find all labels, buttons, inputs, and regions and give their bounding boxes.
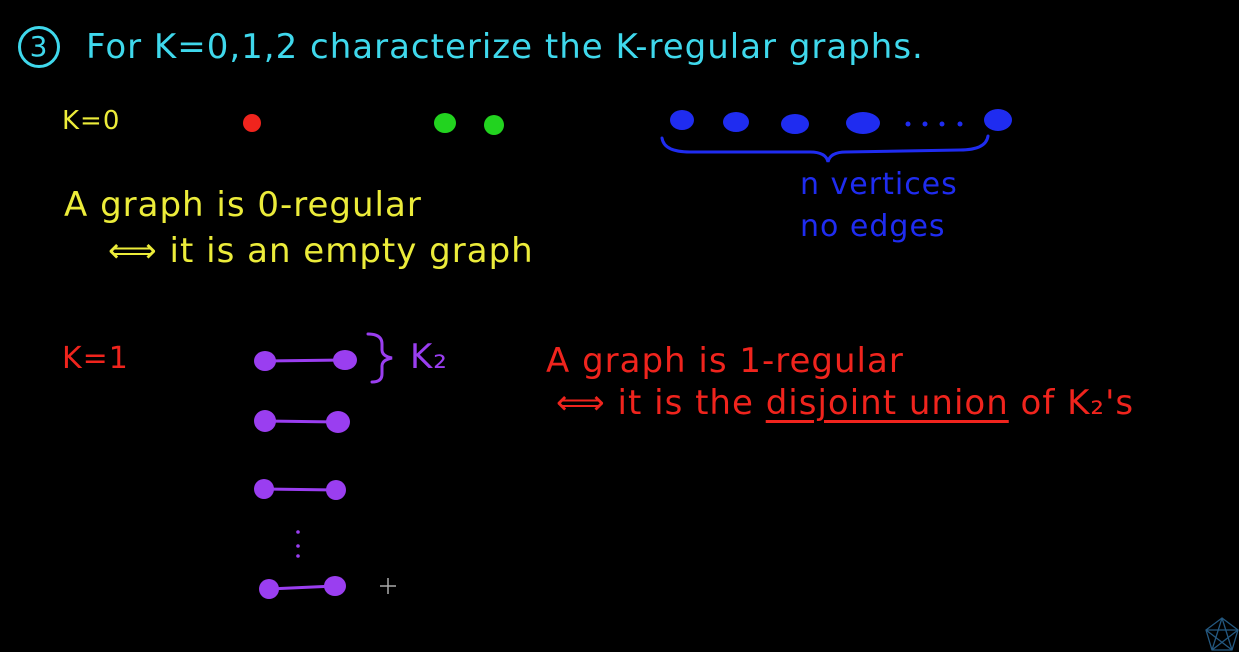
- blue-note-vertices: n vertices: [800, 167, 958, 202]
- red-vertex: [243, 114, 261, 132]
- problem-number-circle: 3: [18, 26, 60, 68]
- k1-label: K=1: [62, 341, 129, 376]
- blue-ellipsis-dot-2: [922, 121, 928, 127]
- blue-vertex-3: [781, 114, 809, 134]
- k2-vertex-2b: [326, 411, 350, 433]
- blue-vertex-n: [984, 109, 1012, 131]
- problem-heading: For K=0,1,2 characterize the K-regular g…: [86, 27, 924, 67]
- green-vertex-2: [484, 115, 504, 135]
- green-vertex-1: [434, 113, 456, 133]
- k1-iff-suffix: of K₂'s: [1008, 383, 1135, 423]
- k0-label: K=0: [62, 106, 121, 136]
- blue-ellipsis-dot-4: [957, 121, 963, 127]
- blue-vertex-2: [723, 112, 749, 132]
- k2-edge-3: [263, 487, 337, 492]
- k2-edge-4: [268, 584, 336, 591]
- k2-label: K₂: [410, 337, 448, 377]
- k2-vertex-1b: [333, 350, 357, 370]
- k0-statement: A graph is 0-regular: [64, 185, 422, 225]
- k2-vertex-3a: [254, 479, 274, 499]
- blue-ellipsis-dot-3: [939, 121, 945, 127]
- k1-iff-underlined: disjoint union: [765, 383, 1009, 423]
- blue-vertex-1: [670, 110, 694, 130]
- k1-statement: A graph is 1-regular: [546, 341, 904, 381]
- k1-iff-prefix: ⟺ it is the: [556, 383, 766, 423]
- cursor-crosshair-icon: [380, 578, 396, 594]
- blue-vertex-4: [846, 112, 880, 134]
- blue-brace: [660, 134, 990, 163]
- blue-ellipsis-dot-1: [905, 121, 911, 127]
- k2-vertex-3b: [326, 480, 346, 500]
- purple-vdots-2: [296, 544, 300, 548]
- blue-note-edges: no edges: [800, 209, 946, 244]
- k2-brace: [366, 332, 393, 384]
- k1-iff-statement: ⟺ it is the disjoint union of K₂'s: [556, 386, 1134, 420]
- k2-vertex-1a: [254, 351, 276, 371]
- watermark-logo-icon: [1205, 617, 1239, 651]
- k2-edge-1: [264, 358, 346, 363]
- k2-vertex-4b: [324, 576, 346, 596]
- k2-edge-2: [264, 419, 339, 424]
- purple-vdots-3: [296, 554, 300, 558]
- purple-vdots-1: [296, 530, 300, 534]
- k0-iff-statement: ⟺ it is an empty graph: [108, 231, 534, 271]
- k2-vertex-2a: [254, 410, 276, 432]
- k2-vertex-4a: [259, 579, 279, 599]
